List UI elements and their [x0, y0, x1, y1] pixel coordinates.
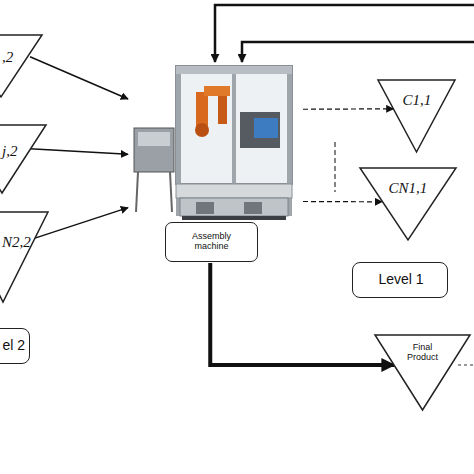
level-box: el 2 [0, 328, 30, 364]
node-label: CN1,1 [378, 180, 438, 197]
flow-arrow [30, 57, 128, 99]
triangle-shape [360, 168, 456, 240]
node-label: Final Product [397, 343, 448, 363]
triangle-shape [0, 125, 46, 193]
node-label: Level 1 [353, 272, 449, 287]
feedback-line [215, 5, 474, 62]
component-triangle: ,2 [0, 35, 42, 97]
node-label: j,2 [2, 143, 32, 160]
continuation-line [458, 364, 474, 365]
triangle-outline [0, 35, 42, 97]
triangle-outline [378, 80, 455, 152]
component-triangle: N2,2 [0, 212, 48, 302]
dashed-flow-arrow [303, 108, 393, 110]
node-label: C1,1 [392, 92, 442, 109]
component-triangle: j,2 [0, 125, 46, 193]
triangle-outline [0, 212, 48, 302]
flow-arrow [35, 208, 128, 238]
triangle-shape [375, 335, 470, 410]
node-label: N2,2 [2, 234, 42, 251]
triangle-shape [378, 80, 455, 152]
product-triangle: Final Product [375, 335, 470, 410]
triangle-outline [360, 168, 456, 240]
feedback-line [242, 42, 474, 62]
machine-label: Assembly machine [165, 222, 258, 262]
component-triangle: C1,1 [378, 80, 455, 152]
node-label: ,2 [2, 49, 32, 66]
machine-illustration [134, 66, 292, 220]
dashed-flow-arrow [303, 201, 382, 203]
assembly-machine: Assembly machine [128, 58, 303, 263]
triangle-shape [0, 212, 48, 302]
node-label: el 2 [0, 338, 25, 353]
level-box: Level 1 [352, 262, 448, 298]
component-triangle: CN1,1 [360, 168, 456, 240]
flow-arrow [30, 149, 128, 155]
triangle-shape [0, 35, 42, 97]
ellipsis-line [334, 142, 335, 192]
